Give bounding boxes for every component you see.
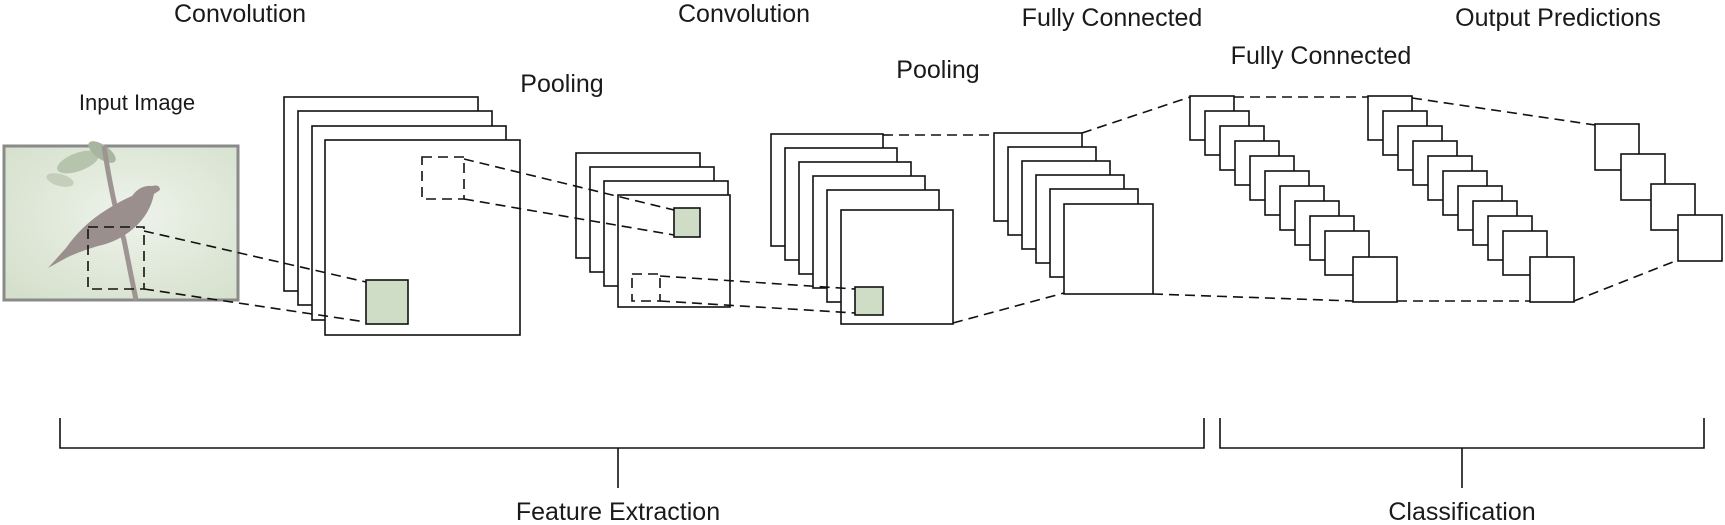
output-neurons <box>1594 123 1723 262</box>
pool1-feature-maps <box>575 152 731 308</box>
label-fully-connected-1: Fully Connected <box>1022 4 1203 32</box>
conv1-pool-window <box>421 156 465 200</box>
pool2-feature-maps <box>993 132 1154 295</box>
feature-extraction-bracket <box>59 418 1205 488</box>
conv1-feature-maps <box>283 96 521 336</box>
fc2-neurons <box>1367 95 1575 303</box>
label-fully-connected-2: Fully Connected <box>1231 42 1412 70</box>
branch-shape <box>101 145 139 301</box>
label-convolution-2: Convolution <box>678 0 810 28</box>
label-classification: Classification <box>1388 498 1535 525</box>
label-feature-extraction: Feature Extraction <box>516 498 720 525</box>
label-pooling-1: Pooling <box>520 70 603 98</box>
classification-bracket <box>1219 418 1705 488</box>
label-input-image: Input Image <box>79 90 195 115</box>
fc1-neurons <box>1189 95 1398 303</box>
conv2-activation-patch <box>854 286 884 316</box>
conv2-feature-maps <box>770 133 954 325</box>
pool1-conv-window <box>631 273 661 302</box>
connection-lines <box>143 96 1679 324</box>
label-convolution-1: Convolution <box>174 0 306 28</box>
label-output-predictions: Output Predictions <box>1455 4 1661 32</box>
pool1-activation-patch <box>673 207 701 238</box>
label-pooling-2: Pooling <box>896 56 979 84</box>
conv1-activation-patch <box>365 279 409 325</box>
input-receptive-field <box>87 226 145 290</box>
input-image <box>2 141 240 302</box>
